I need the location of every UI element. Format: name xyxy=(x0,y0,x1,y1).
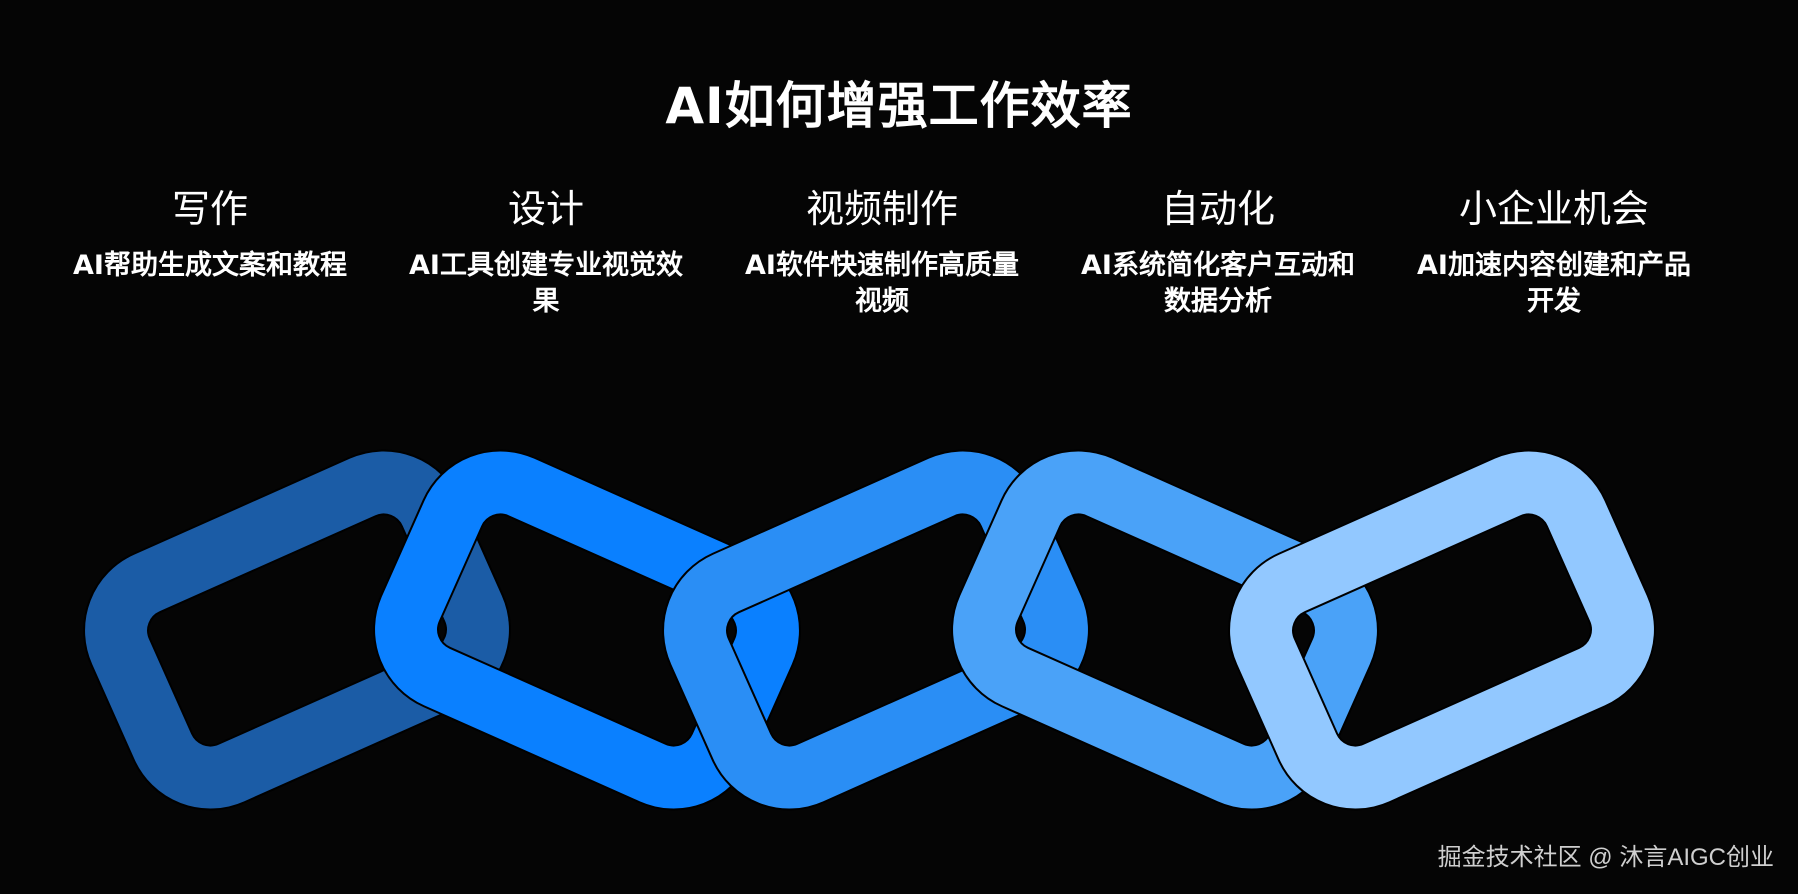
column-automation: 自动化 AI系统简化客户互动和数据分析 xyxy=(1068,186,1368,320)
watermark-text: 掘金技术社区 @ 沐言AIGC创业 xyxy=(1437,844,1774,871)
column-heading: 自动化 xyxy=(1160,187,1275,231)
column-video: 视频制作 AI软件快速制作高质量视频 xyxy=(732,186,1032,320)
page-title: AI如何增强工作效率 xyxy=(665,77,1133,135)
chain-link-small-business xyxy=(1228,449,1656,811)
column-description: AI加速内容创建和产品开发 xyxy=(1417,250,1691,317)
column-heading: 设计 xyxy=(507,187,584,231)
column-heading: 写作 xyxy=(171,187,248,231)
column-design: 设计 AI工具创建专业视觉效果 xyxy=(396,186,696,320)
column-writing: 写作 AI帮助生成文案和教程 xyxy=(60,186,360,284)
column-heading: 视频制作 xyxy=(805,187,958,231)
column-description: AI软件快速制作高质量视频 xyxy=(745,250,1019,317)
column-description: AI工具创建专业视觉效果 xyxy=(409,250,683,317)
column-small-business: 小企业机会 AI加速内容创建和产品开发 xyxy=(1404,186,1704,320)
column-description: AI系统简化客户互动和数据分析 xyxy=(1081,250,1355,317)
column-heading: 小企业机会 xyxy=(1458,187,1649,231)
column-description: AI帮助生成文案和教程 xyxy=(73,250,347,281)
